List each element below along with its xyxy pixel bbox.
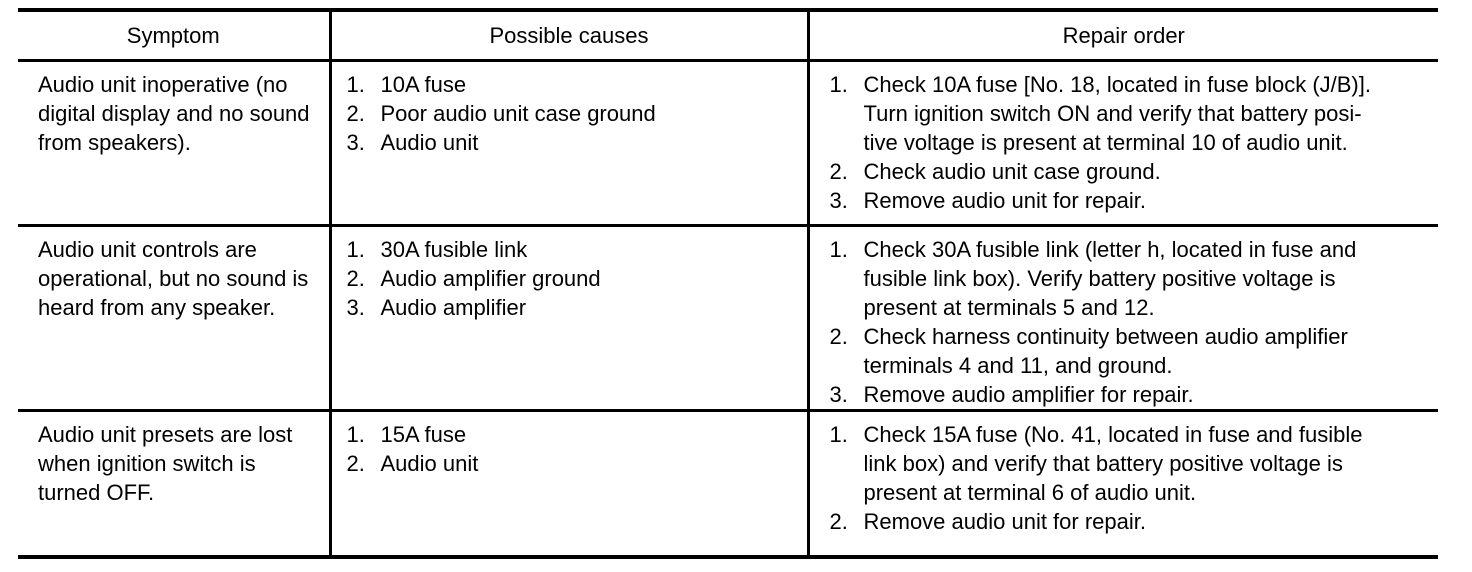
causes-cell: 30A fusible link Audio amplifier ground …	[330, 225, 810, 412]
cause-item: Audio amplifier ground	[347, 264, 601, 293]
table-row: Audio unit controls are operational, but…	[18, 225, 1438, 412]
causes-list: 10A fuse Poor audio unit case ground Aud…	[347, 70, 797, 157]
audio-troubleshooting-table: Symptom Possible causes Repair order Aud…	[18, 8, 1438, 559]
causes-list: 15A fuse Audio unit	[347, 420, 797, 478]
cause-item: 10A fuse	[347, 70, 467, 99]
cause-item: Audio unit	[347, 449, 479, 478]
cause-item: 15A fuse	[347, 420, 467, 449]
repair-step: Remove audio amplifier for repair.	[830, 380, 1194, 409]
symptom-cell: Audio unit inoperative (no digital displ…	[18, 60, 332, 227]
table-header-row: Symptom Possible causes Repair order	[18, 10, 1438, 62]
repair-step: Check 15A fuse (No. 41, located in fuse …	[830, 420, 1363, 505]
cause-item: Poor audio unit case ground	[347, 99, 656, 128]
repair-step: Check 10A fuse [No. 18, located in fuse …	[830, 70, 1371, 155]
repair-step: Check 30A fusible link (letter h, locate…	[830, 235, 1357, 320]
repair-order-cell: Check 30A fusible link (letter h, locate…	[808, 225, 1438, 412]
header-possible-causes: Possible causes	[330, 10, 810, 62]
causes-cell: 15A fuse Audio unit	[330, 410, 810, 557]
repair-step: Check audio unit case ground.	[830, 157, 1161, 186]
cause-item: Audio unit	[347, 128, 479, 157]
header-repair-order: Repair order	[808, 10, 1438, 62]
repair-order-cell: Check 15A fuse (No. 41, located in fuse …	[808, 411, 1438, 557]
table-row: Audio unit inoperative (no digital displ…	[18, 60, 1438, 227]
repair-steps-list: Check 30A fusible link (letter h, locate…	[830, 235, 1380, 409]
symptom-cell: Audio unit presets are lost when ignitio…	[18, 410, 332, 557]
causes-list: 30A fusible link Audio amplifier ground …	[347, 235, 797, 322]
repair-order-cell: Check 10A fuse [No. 18, located in fuse …	[808, 60, 1438, 227]
cause-item: Audio amplifier	[347, 293, 527, 322]
repair-steps-list: Check 10A fuse [No. 18, located in fuse …	[830, 70, 1380, 215]
repair-step: Remove audio unit for repair.	[830, 186, 1147, 215]
repair-step: Check harness continuity between audio a…	[830, 322, 1348, 378]
header-symptom: Symptom	[18, 10, 332, 62]
cause-item: 30A fusible link	[347, 235, 528, 264]
table-row: Audio unit presets are lost when ignitio…	[18, 410, 1438, 557]
symptom-cell: Audio unit controls are operational, but…	[18, 225, 332, 412]
repair-step: Remove audio unit for repair.	[830, 507, 1147, 536]
repair-steps-list: Check 15A fuse (No. 41, located in fuse …	[830, 420, 1380, 536]
causes-cell: 10A fuse Poor audio unit case ground Aud…	[330, 60, 810, 227]
